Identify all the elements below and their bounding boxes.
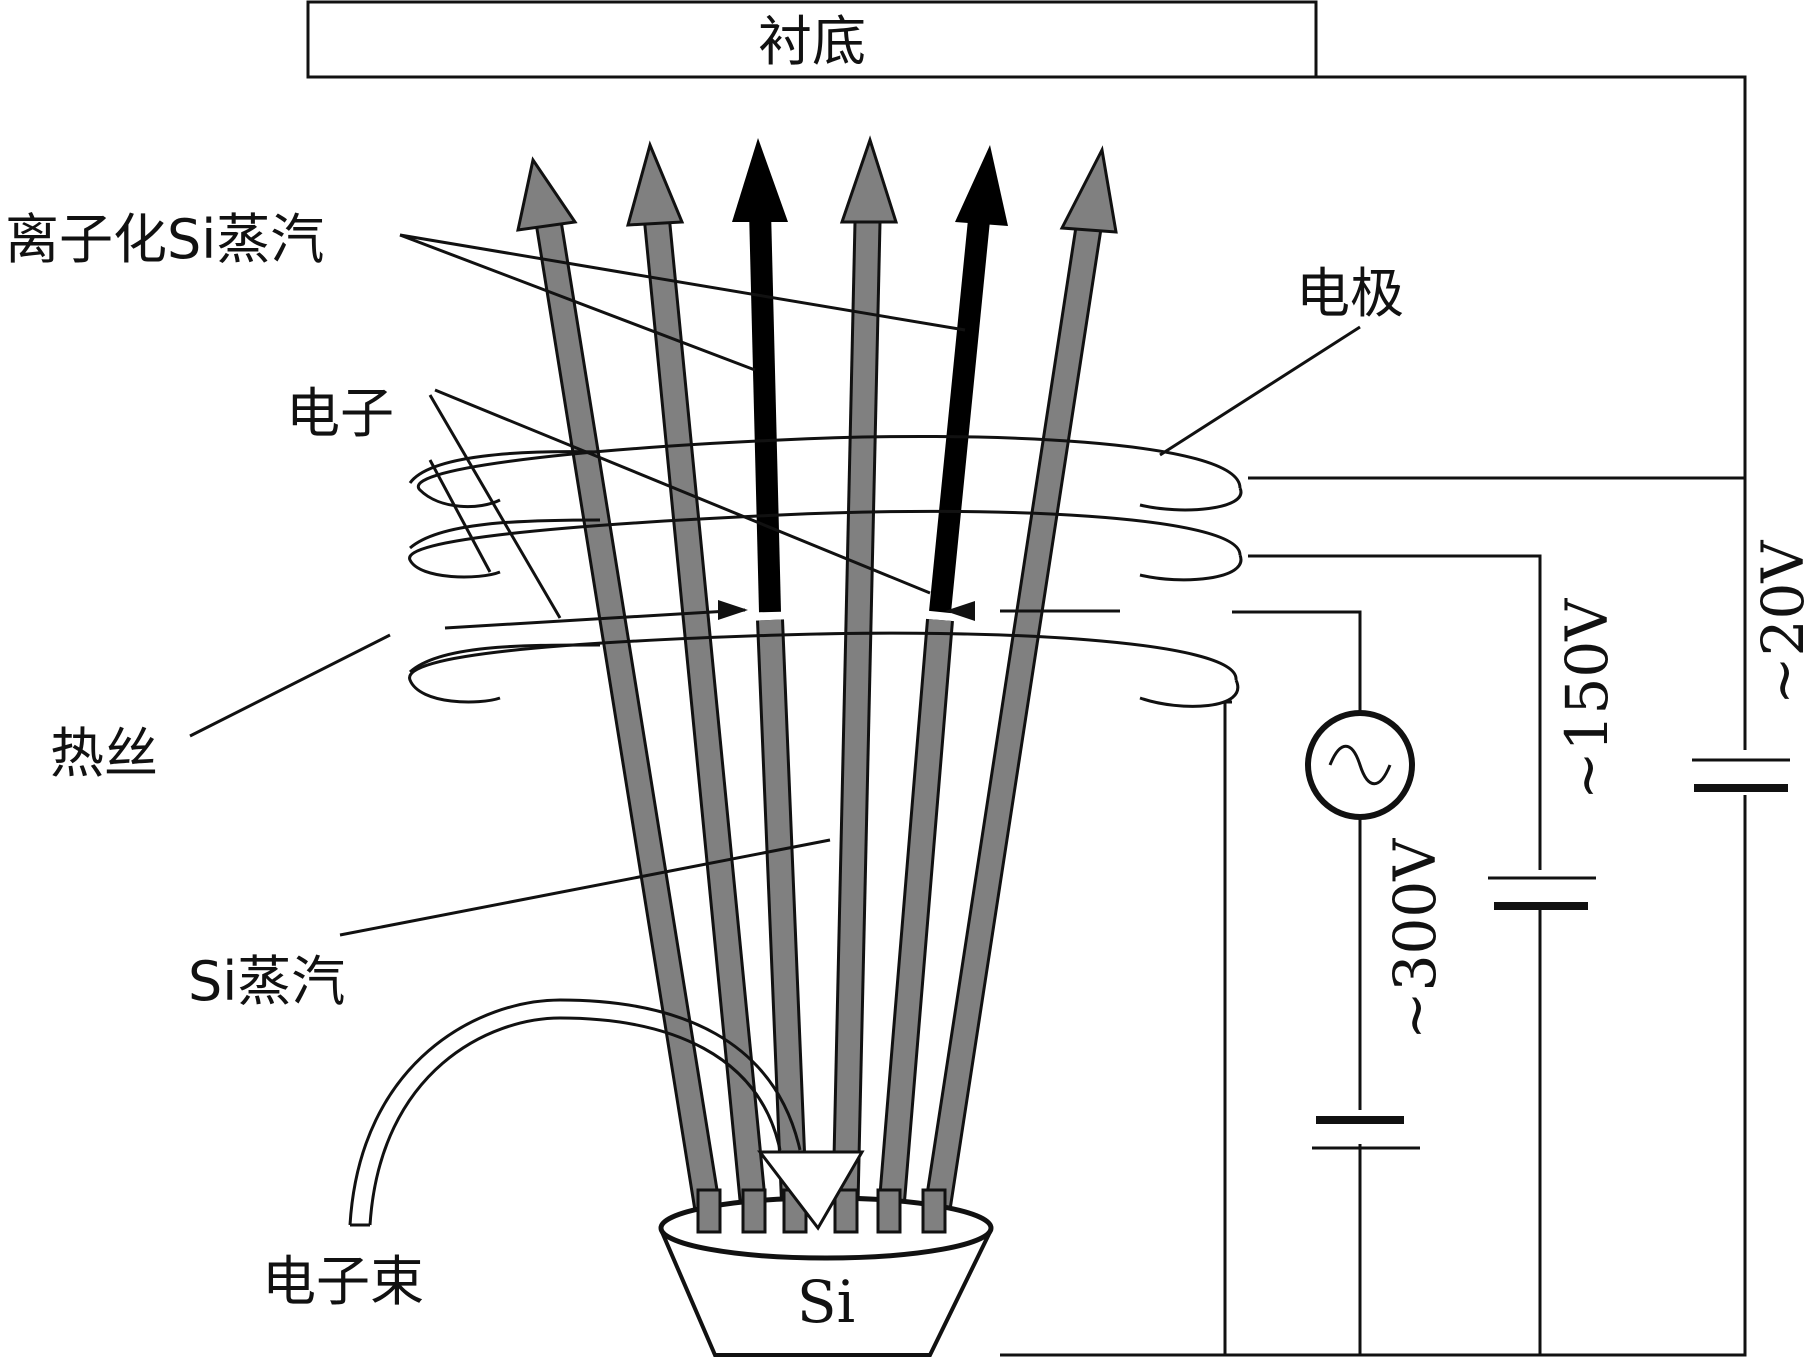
voltage-label-300v: ~300V bbox=[1381, 838, 1449, 1040]
si-vapor-label: Si蒸汽 bbox=[188, 950, 345, 1013]
ionized-vapor-label: 离子化Si蒸汽 bbox=[5, 208, 324, 271]
ion-arrow bbox=[732, 138, 788, 613]
leader-lines bbox=[189, 233, 1361, 937]
vapor-arrow bbox=[756, 619, 809, 1226]
ac-source-icon bbox=[1305, 710, 1415, 820]
vapor-arrow bbox=[831, 135, 899, 1226]
vapor-arrow bbox=[516, 156, 724, 1228]
voltage-label-20v: ~20V bbox=[1749, 540, 1813, 705]
filament-label: 热丝 bbox=[50, 722, 158, 785]
ion-arrow bbox=[929, 145, 1008, 614]
substrate: 衬底 bbox=[306, 0, 1318, 79]
electrode-coils[interactable] bbox=[408, 434, 1243, 708]
electrode-ring bbox=[408, 434, 1243, 512]
vapor-arrow bbox=[876, 618, 954, 1227]
battery-icon bbox=[1690, 750, 1800, 795]
battery-icon bbox=[1488, 870, 1596, 910]
ionized-arrows bbox=[732, 138, 1008, 614]
electrode-ring bbox=[408, 631, 1240, 708]
electrode-label: 电极 bbox=[1296, 262, 1404, 325]
si-vapor-arrows bbox=[516, 135, 1118, 1228]
filament bbox=[444, 600, 1120, 630]
electron-beam-label: 电子束 bbox=[262, 1250, 424, 1313]
vapor-arrow bbox=[626, 140, 769, 1227]
electron-beam bbox=[348, 998, 865, 1231]
battery-icon bbox=[1312, 1110, 1420, 1150]
crucible-label: Si bbox=[797, 1268, 855, 1336]
electrode-ring bbox=[408, 509, 1243, 582]
electron-label: 电子 bbox=[286, 382, 394, 445]
substrate-label: 衬底 bbox=[758, 10, 866, 73]
vapor-arrow bbox=[921, 145, 1118, 1228]
voltage-label-150v: ~150V bbox=[1553, 598, 1621, 800]
